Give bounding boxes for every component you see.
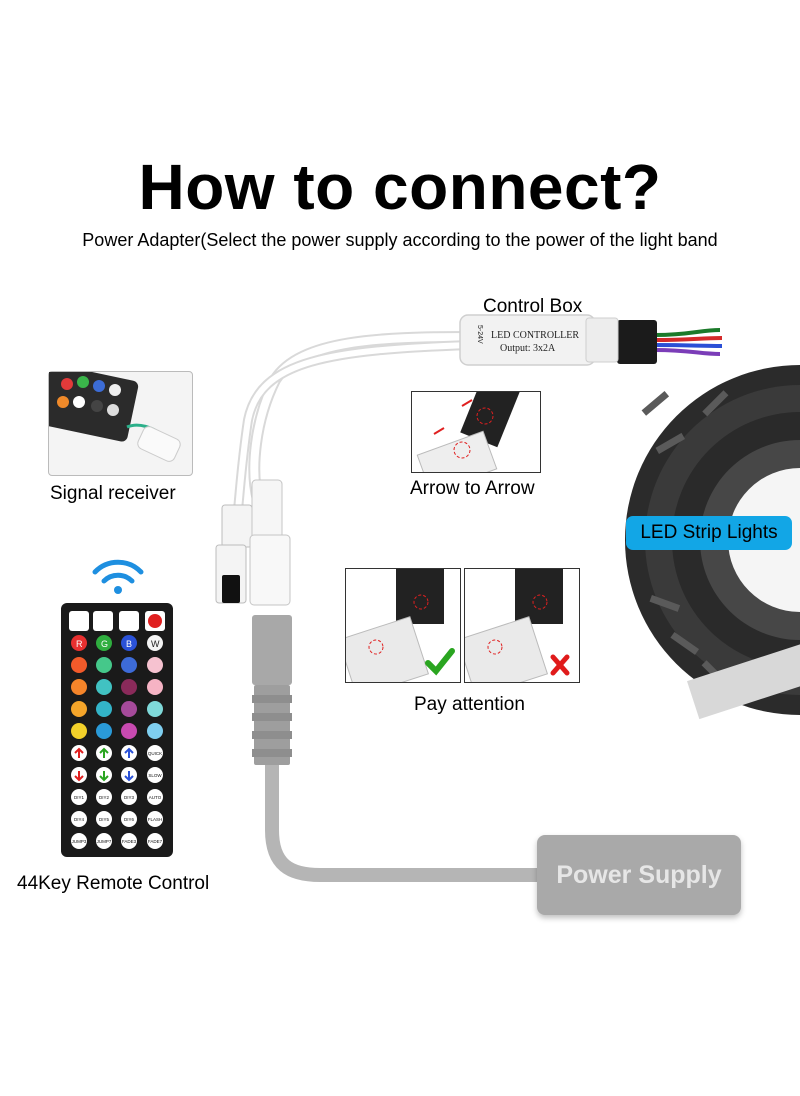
correct-connection-panel — [345, 568, 461, 683]
svg-text:AUTO: AUTO — [149, 795, 162, 800]
svg-text:DIY2: DIY2 — [99, 795, 110, 800]
male-jack — [215, 504, 253, 604]
remote-control: R G B W DIY1 DIY2 DIY3 DIY4 DIY5 DIY6 — [61, 603, 173, 857]
controller-voltage: 5-24V — [476, 325, 483, 344]
arrow-to-arrow-label: Arrow to Arrow — [410, 478, 535, 499]
svg-text:FADE3: FADE3 — [122, 839, 137, 844]
signal-receiver-label: Signal receiver — [50, 483, 176, 504]
power-cable — [252, 615, 540, 882]
svg-text:G: G — [101, 639, 108, 649]
check-icon — [425, 648, 455, 676]
control-box-label: Control Box — [483, 296, 583, 317]
cross-icon — [550, 654, 570, 676]
led-strip-label: LED Strip Lights — [626, 516, 792, 550]
page-title: How to connect? — [138, 151, 662, 223]
wifi-icon — [92, 559, 144, 594]
signal-receiver-panel — [34, 363, 193, 476]
female-jack — [249, 479, 291, 606]
power-supply: Power Supply — [537, 835, 741, 915]
rgb-wires — [654, 328, 723, 356]
controller-text-2: Output: 3x2A — [500, 343, 556, 354]
controller-text-1: LED CONTROLLER — [491, 330, 579, 341]
page-subtitle: Power Adapter(Select the power supply ac… — [82, 230, 718, 250]
svg-text:R: R — [76, 639, 83, 649]
white-cables — [233, 331, 476, 515]
svg-text:DIY3: DIY3 — [124, 795, 135, 800]
svg-text:JUMP3: JUMP3 — [72, 839, 87, 844]
color-buttons: R G B W — [71, 635, 163, 739]
remote-control-label: 44Key Remote Control — [17, 873, 210, 894]
svg-text:FADE7: FADE7 — [148, 839, 163, 844]
svg-text:DIY1: DIY1 — [74, 795, 85, 800]
svg-text:DIY6: DIY6 — [124, 817, 135, 822]
pay-attention-label: Pay attention — [414, 694, 525, 715]
svg-text:SLOW: SLOW — [148, 773, 162, 778]
svg-text:JUMP7: JUMP7 — [97, 839, 112, 844]
controller-connector — [617, 320, 657, 364]
svg-text:DIY5: DIY5 — [99, 817, 110, 822]
svg-text:DIY4: DIY4 — [74, 817, 85, 822]
svg-text:FLASH: FLASH — [148, 817, 163, 822]
svg-text:QUICK: QUICK — [148, 751, 162, 756]
arrow-to-arrow-panel — [411, 391, 541, 473]
svg-text:W: W — [151, 639, 160, 649]
incorrect-connection-panel — [464, 568, 580, 683]
svg-text:B: B — [126, 639, 132, 649]
